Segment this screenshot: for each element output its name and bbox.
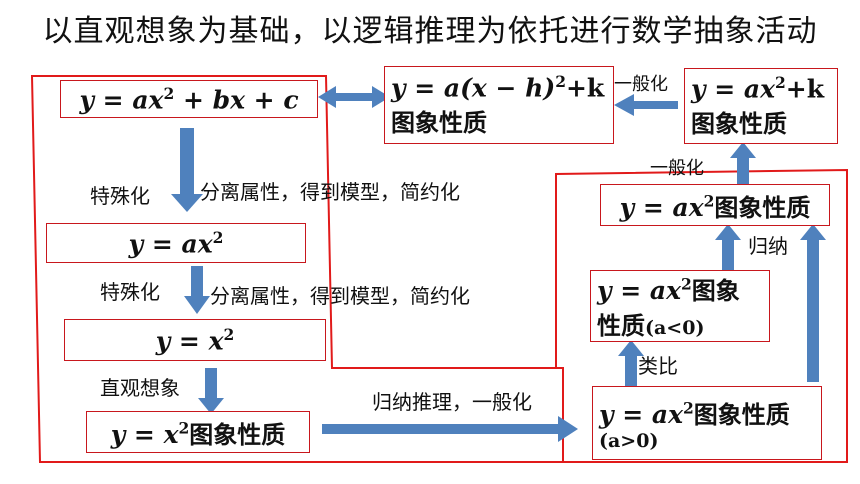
label-separate-1: 分离属性，得到模型，简约化 xyxy=(200,180,460,204)
right-group-frame xyxy=(555,168,848,463)
label-separate-2: 分离属性，得到模型，简约化 xyxy=(210,284,470,308)
box-ax2: y = ax2 xyxy=(46,223,306,263)
box-general-form: y = ax2 + bx + c xyxy=(60,80,318,118)
box-ax2-positive: y = ax2图象性质 (a>0) xyxy=(592,386,822,460)
label-specialize-1: 特殊化 xyxy=(90,184,150,208)
label-intuition: 直观想象 xyxy=(100,376,180,400)
label-induction-reasoning: 归纳推理，一般化 xyxy=(372,390,532,414)
label-analogy: 类比 xyxy=(638,354,678,378)
arrow-down-icon xyxy=(171,128,203,212)
box-x2-properties: y = x2图象性质 xyxy=(86,411,310,453)
arrow-up-icon xyxy=(730,142,756,184)
page-title: 以直观想象为基础，以逻辑推理为依托进行数学抽象活动 xyxy=(42,14,818,49)
label-generalize-top: 一般化 xyxy=(614,74,668,95)
arrow-up-icon xyxy=(715,224,741,270)
box-ax2-properties: y = ax2图象性质 xyxy=(600,184,830,226)
arrow-up-icon xyxy=(800,224,826,382)
double-arrow-icon xyxy=(318,86,390,108)
left-group-frame xyxy=(30,75,564,463)
label-specialize-2: 特殊化 xyxy=(100,280,160,304)
box-vertex-form: y = a(x − h)2+k 图象性质 xyxy=(384,66,614,144)
box-x2: y = x2 xyxy=(64,319,326,361)
arrow-down-icon xyxy=(184,266,210,314)
box-ax2-negative: y = ax2图象 性质(a<0) xyxy=(590,270,770,342)
arrow-up-icon xyxy=(618,340,644,386)
box-vertex-general: y = ax2+k 图象性质 xyxy=(684,68,838,144)
label-generalize-mid: 一般化 xyxy=(650,158,704,179)
arrow-down-icon xyxy=(198,368,224,414)
arrow-right-icon xyxy=(322,416,578,442)
arrow-left-icon xyxy=(614,94,678,116)
label-induce: 归纳 xyxy=(748,234,788,258)
